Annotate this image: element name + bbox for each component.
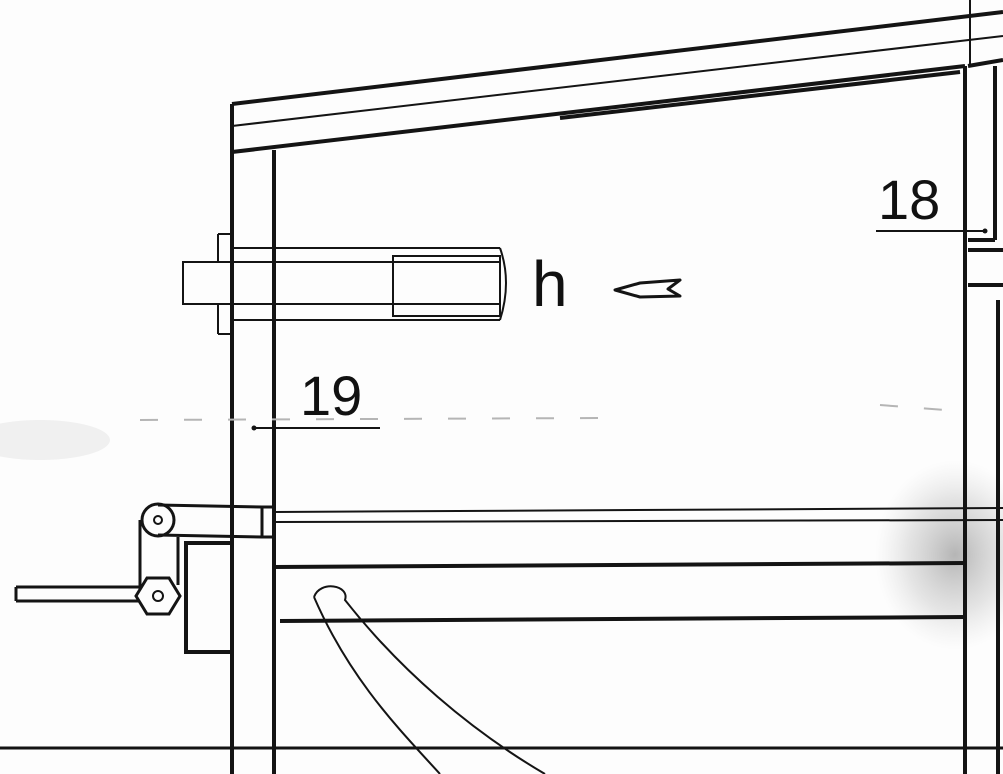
bolt-assembly (182, 233, 507, 335)
part-number-19: 19 (300, 364, 363, 427)
scan-smudge (0, 420, 110, 460)
floor-beam (273, 561, 966, 623)
pivot-pin (140, 502, 176, 538)
scan-smudge (875, 460, 1003, 650)
right-wall (963, 58, 1003, 774)
sloped-roof (230, 10, 1003, 154)
mounting-bracket (184, 541, 232, 654)
hex-nut (134, 576, 182, 616)
roof-inner-line (231, 35, 1003, 127)
curved-pipe (313, 585, 546, 774)
arrow-left-icon (613, 278, 682, 299)
part-number-18: 18 (878, 168, 941, 231)
push-rod (14, 585, 140, 603)
view-letter-h: h (532, 248, 568, 320)
guide-rod (273, 507, 1003, 523)
left-wall (230, 150, 276, 774)
leader-19 (251, 425, 380, 431)
leader-18 (876, 228, 988, 234)
construction-line (139, 404, 946, 421)
